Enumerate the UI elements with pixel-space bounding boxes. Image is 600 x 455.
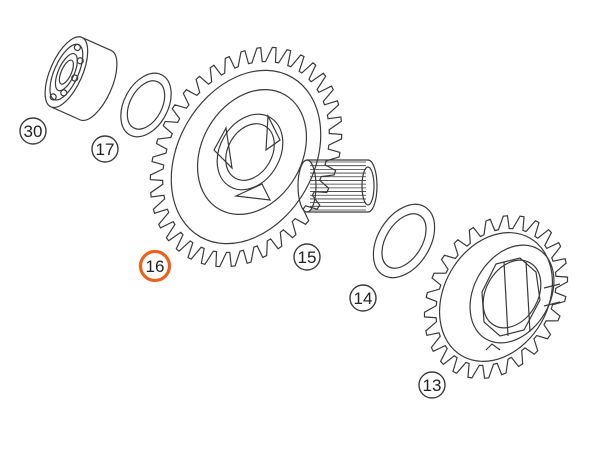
callout-14[interactable]: 14 [349,284,377,312]
callout-17[interactable]: 17 [91,135,119,163]
callout-16-circle [138,249,172,283]
thrust-washer-part-17[interactable] [111,65,182,146]
callout-16-label: 16 [146,257,165,276]
ball-bearing-part-30[interactable] [36,31,125,126]
callout-17-label: 17 [96,140,115,159]
callout-15-label: 15 [298,248,317,267]
callout-14-circle [349,284,377,312]
callout-13-circle [418,371,446,399]
callout-15[interactable]: 15 [293,243,321,271]
small-gear-part-13[interactable] [396,190,596,405]
callout-30-label: 30 [24,122,43,141]
callout-16[interactable]: 16 [138,249,172,283]
callout-17-circle [91,135,119,163]
needle-bearing-part-15[interactable] [298,160,377,212]
callout-13-label: 13 [423,376,442,395]
callout-14-label: 14 [354,289,373,308]
callout-30[interactable]: 30 [19,117,47,145]
large-gear-part-16[interactable] [112,13,380,302]
callout-15-circle [293,243,321,271]
callout-13[interactable]: 13 [418,371,446,399]
thrust-washer-part-14[interactable] [361,193,447,288]
callout-30-circle [19,117,47,145]
